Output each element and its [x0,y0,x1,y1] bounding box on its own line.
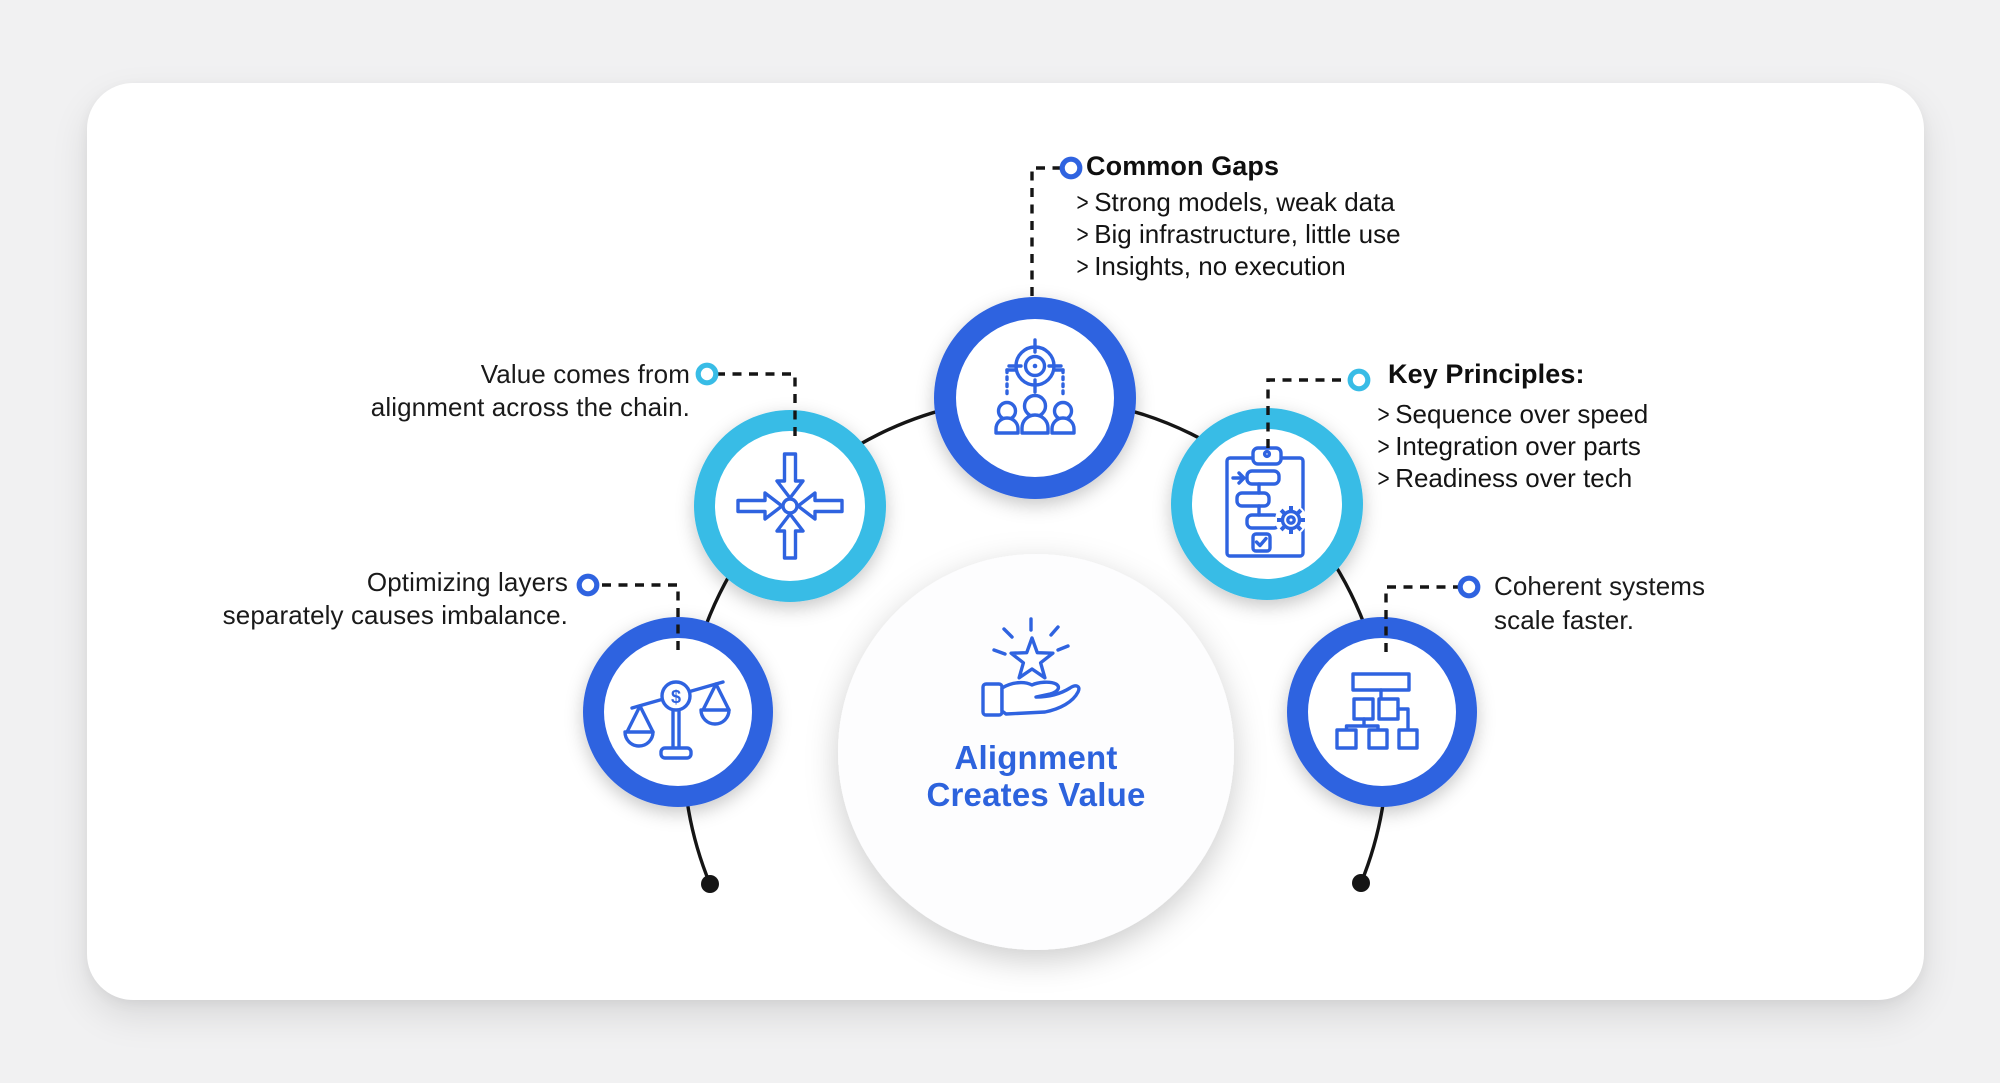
key-principles-node [1171,408,1363,600]
chevron-bullet-icon: > [1076,251,1089,281]
bullet-text: Readiness over tech [1395,463,1633,493]
bullet-item: >Insights, no execution [1075,250,1401,282]
connector-coherent-systems [1384,585,1458,652]
org-hierarchy-icon [1335,672,1419,750]
marker-ring-optimizing-layers [576,573,600,597]
center-circle [838,554,1234,950]
dollar-glyph: $ [671,687,681,707]
value-alignment-callout: Value comes from alignment across the ch… [260,358,690,424]
converging-arrows-icon [736,452,844,560]
imbalanced-scale-icon: $ [623,680,731,760]
connector-value-alignment [718,372,797,436]
bullet-text: Big infrastructure, little use [1094,219,1401,249]
bullet-text: Strong models, weak data [1094,187,1395,217]
key-principles-list: >Sequence over speed >Integration over p… [1376,398,1649,494]
connector-key-principles [1266,378,1348,448]
center-title-line: Alignment [954,739,1118,776]
callout-line: Optimizing layers [366,567,568,597]
marker-ring-coherent-systems [1457,575,1481,599]
key-principles-heading: Key Principles: [1388,359,1585,389]
arc-end-dot-left [701,875,719,893]
bullet-text: Insights, no execution [1094,251,1346,281]
marker-ring-value-alignment [695,362,719,386]
bullet-item: >Sequence over speed [1376,398,1649,430]
bullet-item: >Big infrastructure, little use [1075,218,1401,250]
bullet-text: Integration over parts [1395,431,1641,461]
chevron-bullet-icon: > [1377,399,1390,429]
center-title: Alignment Creates Value [886,739,1186,813]
team-target-icon [994,338,1076,435]
coherent-systems-callout: Coherent systems scale faster. [1494,569,1894,637]
center-title-line: Creates Value [926,776,1146,813]
chevron-bullet-icon: > [1377,463,1390,493]
callout-line: separately causes imbalance. [222,600,568,630]
coherent-systems-node [1287,617,1477,807]
bullet-item: >Readiness over tech [1376,462,1648,494]
value-alignment-node [694,410,886,602]
optimizing-layers-node: $ [583,617,773,807]
callout-line: Coherent systems [1494,571,1706,601]
hand-holding-star-icon [981,617,1081,717]
clipboard-process-icon [1225,446,1307,558]
optimizing-layers-callout: Optimizing layers separately causes imba… [138,566,568,632]
common-gaps-list: >Strong models, weak data >Big infrastru… [1075,186,1401,282]
marker-ring-common-gaps [1059,156,1083,180]
callout-line: Value comes from [480,359,690,389]
connector-common-gaps [1030,166,1060,296]
bullet-text: Sequence over speed [1395,399,1649,429]
chevron-bullet-icon: > [1377,431,1390,461]
callout-connectors [599,166,1458,652]
chevron-bullet-icon: > [1076,187,1089,217]
common-gaps-heading: Common Gaps [1086,151,1280,181]
callout-line: alignment across the chain. [370,392,690,422]
chevron-bullet-icon: > [1076,219,1089,249]
callout-markers [576,156,1481,599]
gear-icon [1277,506,1305,534]
callout-line: scale faster. [1494,605,1635,635]
arc-end-dot-right [1352,874,1370,892]
marker-ring-key-principles [1347,368,1371,392]
common-gaps-node [934,297,1136,499]
connector-optimizing-layers [599,583,680,650]
bullet-item: >Integration over parts [1376,430,1648,462]
bullet-item: >Strong models, weak data [1075,186,1401,218]
